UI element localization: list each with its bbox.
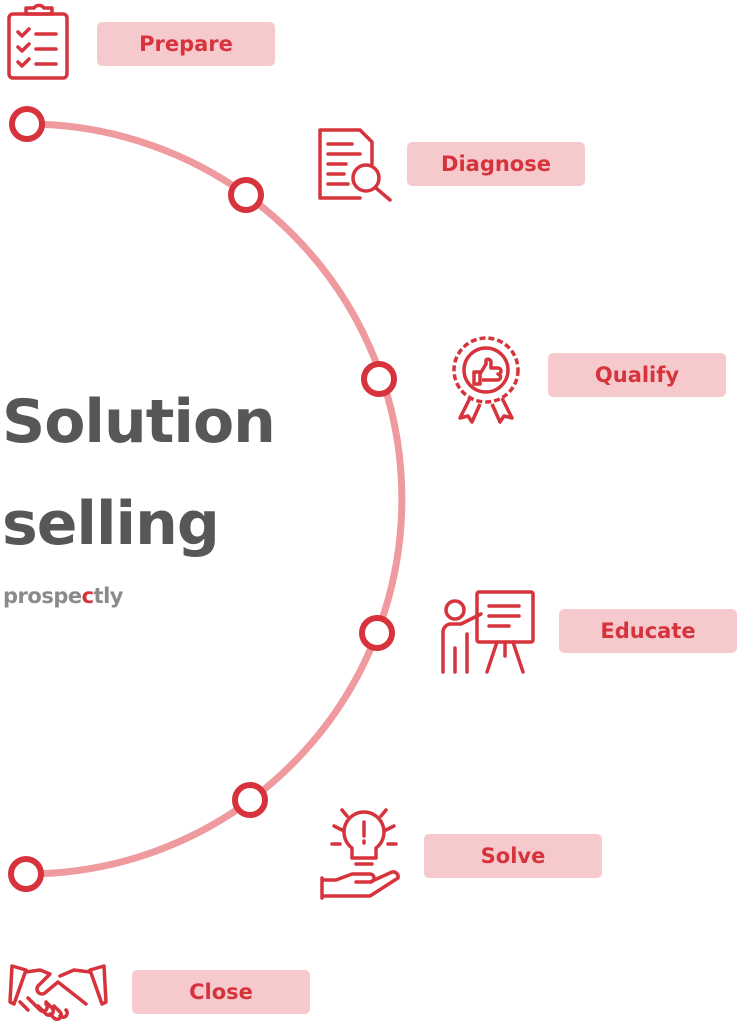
lightbulb-hand-icon <box>320 808 400 900</box>
clipboard-checklist-icon <box>7 3 69 80</box>
step-node-educate <box>359 615 395 651</box>
logo-accent: c <box>81 584 94 608</box>
arc-path <box>26 120 406 878</box>
thumbs-up-badge-icon <box>452 336 520 424</box>
step-node-prepare <box>9 106 45 142</box>
step-label-close: Close <box>132 970 310 1014</box>
step-label-solve: Solve <box>424 834 602 878</box>
step-node-diagnose <box>228 177 264 213</box>
logo-part-1: prospe <box>3 584 82 608</box>
handshake-icon <box>8 964 108 1021</box>
document-magnifier-icon <box>318 128 392 202</box>
logo-part-2: tly <box>93 584 124 608</box>
step-label-qualify: Qualify <box>548 353 726 397</box>
prospectly-logo: prospectly <box>3 584 123 608</box>
presenter-board-icon <box>441 590 535 674</box>
step-label-educate: Educate <box>559 609 737 653</box>
title-line-2: selling <box>2 489 220 559</box>
title-line-1: Solution <box>2 387 276 457</box>
step-label-prepare: Prepare <box>97 22 275 66</box>
step-node-qualify <box>361 361 397 397</box>
step-label-diagnose: Diagnose <box>407 142 585 186</box>
step-node-solve <box>232 782 268 818</box>
step-node-close <box>8 856 44 892</box>
